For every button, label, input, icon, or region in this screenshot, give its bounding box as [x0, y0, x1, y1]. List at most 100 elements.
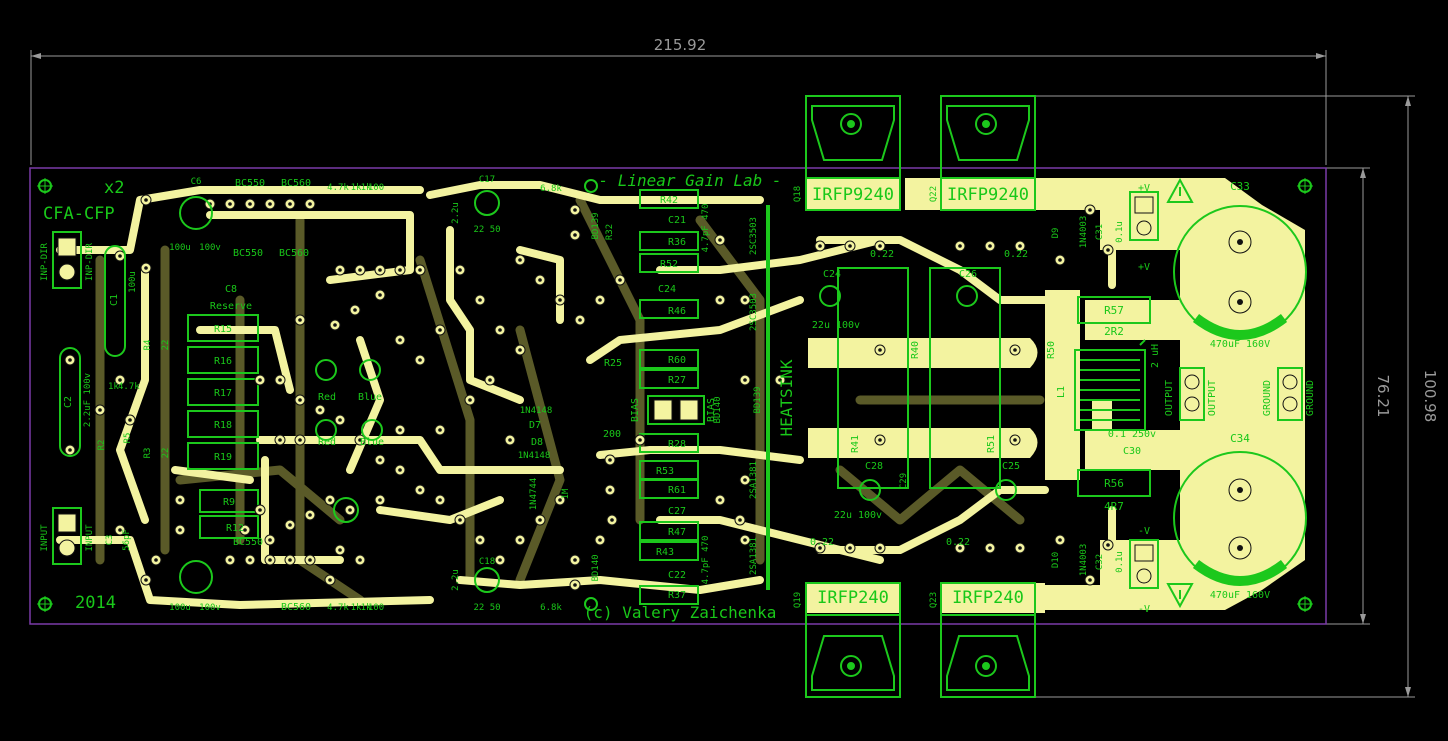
c1-ref: C1 — [109, 294, 120, 306]
drill-hole — [478, 298, 482, 302]
drill-hole — [988, 244, 992, 248]
ground-label-2: GROUND — [1305, 380, 1316, 416]
lab-title: - Linear Gain Lab - — [598, 171, 781, 190]
drill-hole — [144, 198, 148, 202]
drill-hole — [718, 298, 722, 302]
r57-value: 2R2 — [1104, 325, 1124, 338]
bottom-1k-a: 1k — [351, 603, 362, 613]
drill-hole — [508, 438, 512, 442]
drill-hole — [118, 254, 122, 258]
small-capacitors — [59, 190, 1017, 594]
d10-value: 1N4003 — [1079, 544, 1089, 577]
dim-width-label: 215.92 — [654, 36, 707, 54]
r41-ref: R41 — [850, 435, 861, 453]
drill-hole — [398, 468, 402, 472]
c32-value: 0.1u — [1115, 551, 1125, 573]
drill-hole — [144, 578, 148, 582]
drill-hole — [118, 378, 122, 382]
r15-ref: R15 — [214, 324, 232, 335]
bd139-ref: BD139 — [591, 212, 601, 239]
r28-ref: R28 — [668, 439, 686, 450]
drill-hole — [328, 498, 332, 502]
drill-hole — [958, 546, 962, 550]
capacitor-outline — [995, 479, 1017, 501]
c31-ref: C31 — [1095, 224, 1105, 240]
c24b-ref: C24 — [658, 284, 676, 295]
d10-ref: D10 — [1051, 552, 1061, 568]
bc550-bottom: BC550 — [233, 537, 263, 548]
c27-ref: C27 — [668, 506, 686, 517]
drill-hole — [228, 558, 232, 562]
drill-hole — [268, 538, 272, 542]
top-100: 100 — [368, 183, 384, 193]
capacitor-outline — [315, 419, 337, 441]
d8-ref: D8 — [531, 437, 543, 448]
drill-hole — [298, 398, 302, 402]
drill-hole — [98, 408, 102, 412]
drill-hole — [778, 378, 782, 382]
q18-part: IRFP9240 — [812, 185, 894, 205]
r19-ref: R19 — [214, 452, 232, 463]
in4148-b: 1N4148 — [518, 451, 551, 461]
copyright: (c) Valery Zaichenka — [584, 603, 777, 622]
r16-ref: R16 — [214, 356, 232, 367]
drill-hole — [598, 298, 602, 302]
q19-part: IRFP240 — [817, 588, 889, 608]
c2-ref: C2 — [63, 396, 74, 408]
output-inductor — [1074, 339, 1146, 431]
drill-hole — [278, 378, 282, 382]
drill-hole — [338, 268, 342, 272]
emitter-resistors — [837, 267, 1001, 489]
capacitor-outline — [179, 560, 213, 594]
drill-hole — [638, 438, 642, 442]
warning-triangles — [1166, 177, 1194, 609]
r56-value: 4R7 — [1104, 500, 1124, 513]
drill-hole — [258, 508, 262, 512]
inp-dir-label: INP-DIR — [40, 242, 50, 281]
drill-hole — [458, 518, 462, 522]
led-blue-2: Blue — [360, 437, 384, 448]
r52-ref: R52 — [660, 259, 678, 270]
led-red-1: Red — [318, 392, 336, 403]
bias-label: BIAS — [630, 398, 641, 422]
r022-d: 0.22 — [946, 537, 970, 548]
led-red-2: Red — [318, 437, 336, 448]
drill-hole — [538, 518, 542, 522]
drill-hole — [738, 518, 742, 522]
drill-hole — [598, 538, 602, 542]
l1-ref: L1 — [1056, 386, 1067, 398]
c8-ref: C8 — [225, 284, 237, 295]
drill-hole — [308, 513, 312, 517]
d7-ref: D7 — [529, 420, 541, 431]
capacitor-outline — [359, 359, 381, 381]
d9-value: 1N4003 — [1079, 216, 1089, 249]
top-1k-a: 1k — [351, 183, 362, 193]
capacitor-outline — [179, 196, 213, 230]
capacitor-outline — [859, 479, 881, 501]
label-layer: - Linear Gain Lab - (c) Valery Zaichenka… — [40, 171, 1316, 622]
top-47k: 4.7k — [327, 183, 349, 193]
drill-hole — [288, 523, 292, 527]
c22u100-bottom: 22u 100v — [834, 510, 882, 521]
q18-ref: Q18 — [793, 186, 803, 202]
drill-hole — [1088, 208, 1092, 212]
c24-ref: C24 — [823, 269, 841, 280]
drill-hole — [1018, 244, 1022, 248]
c26-ref: C26 — [959, 269, 977, 280]
r56-ref: R56 — [1104, 477, 1124, 490]
r18-ref: R18 — [214, 420, 232, 431]
r4-value: 22 — [161, 340, 171, 351]
drill-hole — [438, 498, 442, 502]
drill-hole — [878, 244, 882, 248]
capacitor-outline — [474, 567, 500, 593]
board-name: CFA-CFP — [43, 204, 115, 224]
drill-hole — [418, 268, 422, 272]
drill-hole — [178, 498, 182, 502]
bias-label-2: BIAS — [706, 398, 717, 422]
c29-ref: C29 — [899, 473, 909, 489]
output-label-2: OUTPUT — [1207, 380, 1218, 416]
sa1381-top: 2SA1381 — [749, 537, 759, 575]
q23-ref: Q23 — [929, 592, 939, 608]
drill-hole — [398, 338, 402, 342]
top-traces — [56, 181, 1116, 609]
